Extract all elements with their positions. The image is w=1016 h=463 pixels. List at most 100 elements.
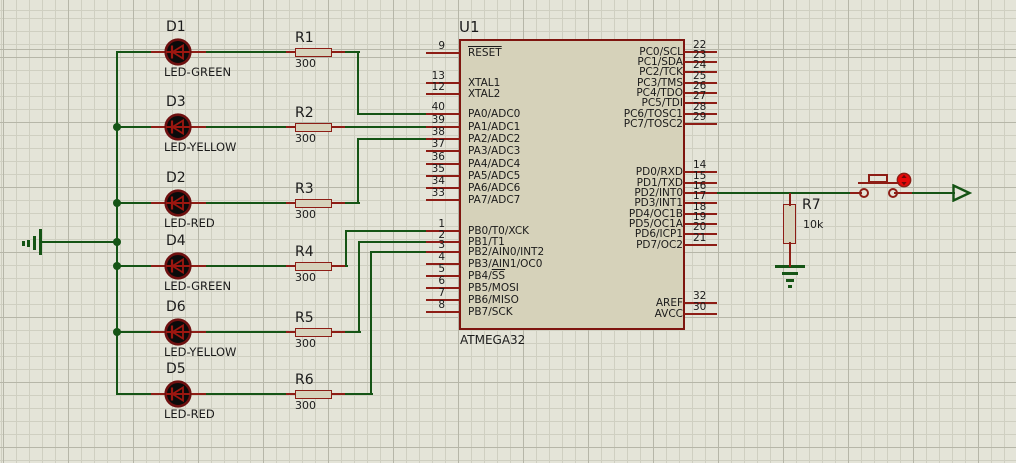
pin-name-text: PB6/MISO bbox=[468, 293, 519, 306]
chip-pin-lead bbox=[426, 187, 460, 189]
chip-atmega32-body[interactable] bbox=[459, 39, 685, 330]
chip-pin-lead bbox=[684, 92, 717, 94]
component-lead bbox=[286, 393, 297, 395]
led-d2[interactable] bbox=[163, 188, 193, 218]
led-model-label: LED-GREEN bbox=[164, 65, 232, 79]
ground-symbol bbox=[786, 278, 794, 282]
pin-name: PD1/TXD bbox=[637, 177, 683, 189]
resistor-r7[interactable] bbox=[783, 204, 796, 244]
pin-name-text: PD0/RXD bbox=[635, 165, 683, 178]
resistor-reference-label: R3 bbox=[295, 181, 314, 197]
component-lead bbox=[286, 331, 297, 333]
pin-name: XTAL2 bbox=[468, 88, 500, 100]
pin-name-text: PA3/ADC3 bbox=[468, 144, 521, 157]
wire bbox=[345, 230, 347, 267]
ground-symbol bbox=[26, 240, 30, 247]
component-lead bbox=[286, 265, 297, 267]
pin-name: PD3/INT1 bbox=[634, 197, 683, 209]
wire bbox=[357, 51, 359, 115]
wire bbox=[116, 202, 153, 204]
pin-name: PB4/SS bbox=[468, 270, 505, 282]
pin-number: 9 bbox=[438, 40, 445, 52]
pin-number: 3 bbox=[438, 239, 445, 251]
chip-pin-lead bbox=[684, 71, 717, 73]
led-d4[interactable] bbox=[163, 251, 193, 281]
resistor-value-label: 300 bbox=[295, 337, 316, 350]
chip-pin-lead bbox=[684, 313, 717, 315]
chip-pin-lead bbox=[684, 82, 717, 84]
pin-name: PC4/TDO bbox=[636, 87, 683, 99]
led-d3[interactable] bbox=[163, 112, 193, 142]
chip-pin-lead bbox=[426, 93, 460, 95]
wire bbox=[343, 202, 360, 204]
chip-pin-lead bbox=[426, 199, 460, 201]
led-d6[interactable] bbox=[163, 317, 193, 347]
pin-name: PA7/ADC7 bbox=[468, 194, 520, 206]
junction-dot bbox=[113, 123, 121, 131]
chip-pin-lead bbox=[426, 230, 460, 232]
wire bbox=[714, 192, 852, 194]
pin-name-text: PD2/INT0 bbox=[634, 186, 683, 199]
pin-name-text: PC5/TDI bbox=[641, 96, 683, 109]
pin-number: 24 bbox=[693, 59, 707, 71]
pin-name-text: PD1/TXD bbox=[636, 176, 683, 189]
chip-pin-lead bbox=[684, 113, 717, 115]
led-model-label: LED-RED bbox=[164, 216, 215, 230]
wire bbox=[40, 241, 118, 243]
resistor-r4[interactable] bbox=[295, 261, 332, 271]
pin-name-text: PD7/OC2 bbox=[636, 238, 683, 251]
pin-name: PC0/SCL bbox=[639, 46, 683, 58]
resistor-reference-label: R1 bbox=[295, 30, 314, 46]
resistor-r1[interactable] bbox=[295, 47, 332, 57]
resistor-r5[interactable] bbox=[295, 327, 332, 337]
component-lead bbox=[190, 202, 206, 204]
pin-name-text: PB5/MOSI bbox=[468, 281, 519, 294]
resistor-r6[interactable] bbox=[295, 389, 332, 399]
pin-number: 38 bbox=[431, 126, 445, 138]
pin-name: PD7/OC2 bbox=[636, 239, 683, 251]
pin-name: PC3/TMS bbox=[637, 77, 683, 89]
chip-pin-lead bbox=[684, 244, 717, 246]
pin-number: 16 bbox=[693, 180, 707, 192]
pin-number: 13 bbox=[431, 70, 445, 82]
pin-number: 2 bbox=[438, 229, 445, 241]
component-lead bbox=[330, 265, 345, 267]
pin-name: PD2/INT0 bbox=[634, 187, 683, 199]
chip-pin-lead bbox=[426, 311, 460, 313]
resistor-r2[interactable] bbox=[295, 122, 332, 132]
pin-number: 21 bbox=[693, 232, 707, 244]
wire bbox=[357, 138, 428, 140]
pin-number: 28 bbox=[693, 101, 707, 113]
pin-number: 15 bbox=[693, 170, 707, 182]
component-lead bbox=[190, 393, 206, 395]
resistor-value-label: 300 bbox=[295, 132, 316, 145]
component-lead bbox=[190, 51, 206, 53]
resistor-reference-label: R6 bbox=[295, 372, 314, 388]
button-actuator-icon[interactable] bbox=[896, 172, 912, 188]
chip-pin-lead bbox=[426, 299, 460, 301]
component-lead bbox=[330, 51, 345, 53]
led-d1[interactable] bbox=[163, 37, 193, 67]
resistor-r3[interactable] bbox=[295, 198, 332, 208]
component-lead bbox=[286, 51, 297, 53]
chip-reference-label: U1 bbox=[459, 18, 480, 36]
pin-number: 8 bbox=[438, 299, 445, 311]
chip-pin-lead bbox=[426, 175, 460, 177]
wire bbox=[203, 393, 288, 395]
pin-name-text: AREF bbox=[655, 296, 683, 309]
wire bbox=[345, 230, 428, 232]
wire bbox=[343, 331, 361, 333]
component-lead bbox=[151, 265, 166, 267]
junction-dot bbox=[113, 199, 121, 207]
chip-pin-lead bbox=[684, 51, 717, 53]
pin-number: 32 bbox=[693, 290, 707, 302]
led-d5[interactable] bbox=[163, 379, 193, 409]
pin-number: 5 bbox=[438, 263, 445, 275]
resistor-r7-reference: R7 bbox=[802, 197, 821, 213]
pin-name: AVCC bbox=[655, 308, 683, 320]
chip-pin-lead bbox=[684, 102, 717, 104]
chip-pin-lead bbox=[684, 202, 717, 204]
wire bbox=[358, 241, 428, 243]
pin-name: PA6/ADC6 bbox=[468, 182, 520, 194]
